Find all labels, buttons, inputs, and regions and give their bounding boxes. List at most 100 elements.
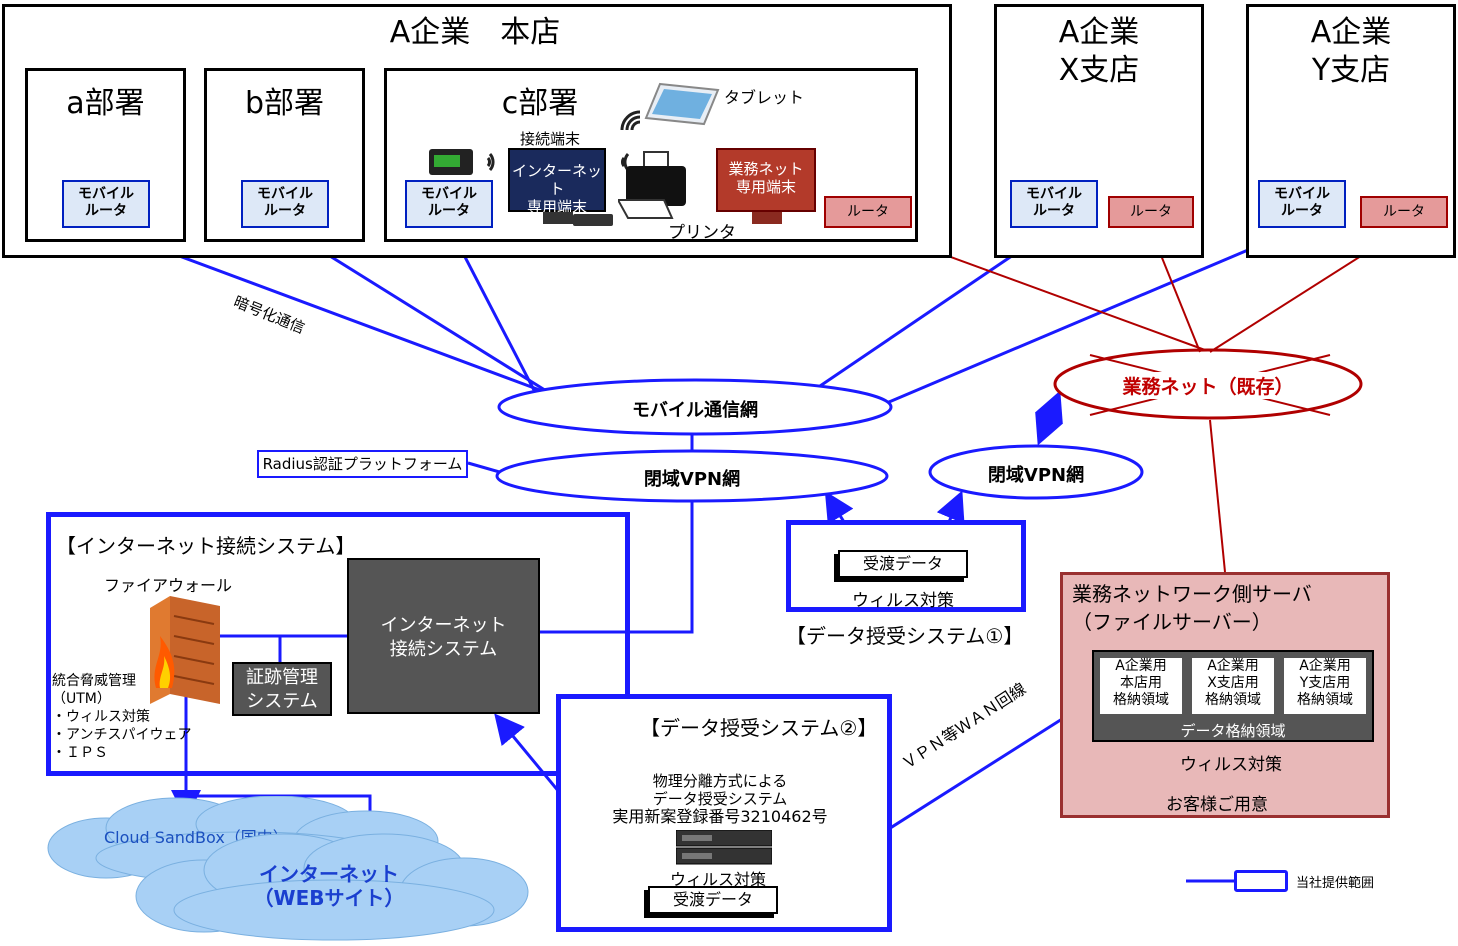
storage-line: 本店用	[1120, 675, 1162, 691]
terminal-label: 接続端末	[520, 130, 581, 148]
branch-x-title-1: A企業	[1058, 15, 1140, 50]
storage-line: A企業用	[1299, 658, 1351, 674]
hq-title: A企業 本店	[389, 15, 561, 50]
router-line-1: モバイル	[1026, 186, 1082, 202]
storage-line: Y支店用	[1299, 675, 1351, 691]
terminal-line-1: インターネット	[511, 162, 602, 198]
tablet-icon	[644, 82, 720, 126]
storage-hq: A企業用 本店用 格納領域	[1098, 656, 1184, 716]
desc-line: 実用新案登録番号3210462号	[612, 807, 828, 826]
data-system-1-transfer-data: 受渡データ	[838, 550, 968, 578]
monitor-stand	[543, 212, 573, 224]
utm-line: ・アンチスパイウェア	[52, 727, 192, 743]
data-storage-area-label: データ格納領域	[1180, 722, 1286, 740]
terminal-line-2: 専用端末	[735, 178, 796, 196]
branch-y-title: A企業 Y支店	[1246, 14, 1456, 90]
legend-box-icon	[1234, 870, 1288, 892]
dept-a-mobile-router: モバイル ルータ	[62, 180, 150, 228]
desc-line: データ授受システム	[652, 790, 788, 808]
router-line-1: モバイル	[1274, 186, 1330, 202]
dept-b-mobile-router: モバイル ルータ	[241, 180, 329, 228]
data-system-2-title: 【データ授受システム②】	[640, 716, 878, 740]
firewall-label: ファイアウォール	[104, 576, 233, 595]
inet-line-2: 接続システム	[389, 639, 498, 660]
internet-system-title: 【インターネット接続システム】	[56, 534, 356, 558]
data-system-2-description: 物理分離方式による データ授受システム 実用新案登録番号3210462号	[600, 772, 840, 826]
utm-description: 統合脅威管理 （UTM） ・ウィルス対策 ・アンチスパイウェア ・ＩＰＳ	[52, 672, 191, 762]
firewall-icon	[150, 596, 220, 704]
dept-b-title: b部署	[244, 86, 325, 121]
data-system-1-title: 【データ授受システム①】	[786, 624, 1024, 648]
internet-system-box	[46, 512, 630, 776]
encrypted-comm-label: 暗号化通信	[231, 292, 308, 338]
legend-label: 当社提供範囲	[1296, 876, 1375, 891]
data-system-2-transfer-data: 受渡データ	[648, 886, 778, 914]
monitor-stand	[752, 212, 782, 224]
utm-line: （UTM）	[52, 691, 111, 707]
router-device-icon	[429, 149, 473, 175]
printer-label: プリンタ	[668, 223, 736, 243]
business-server-title: 業務ネットワーク側サーバ （ファイルサーバー）	[1072, 580, 1312, 636]
branch-y-router: ルータ	[1360, 196, 1448, 228]
radius-platform-box: Radius認証プラットフォーム	[257, 450, 468, 478]
business-terminal-icon: 業務ネット 専用端末	[716, 148, 816, 212]
router-line-2: ルータ	[1281, 203, 1323, 219]
terminal-line-1: 業務ネット	[728, 160, 804, 178]
branch-x-title-2: X支店	[1058, 53, 1140, 88]
router-line-2: ルータ	[264, 203, 306, 219]
storage-line: 格納領域	[1205, 692, 1261, 708]
log-management-system: 証跡管理 システム	[232, 662, 332, 716]
wifi-icon	[486, 153, 495, 171]
closed-vpn-1-label: 閉域VPN網	[643, 469, 741, 490]
data-system-2-virus: ウィルス対策	[670, 870, 767, 889]
storage-line: A企業用	[1115, 658, 1167, 674]
dept-c-title: c部署	[501, 86, 579, 121]
utm-line: ・ＩＰＳ	[52, 745, 108, 761]
router-line-1: モバイル	[421, 186, 477, 202]
storage-line: X支店用	[1207, 675, 1259, 691]
storage-x-branch: A企業用 X支店用 格納領域	[1190, 656, 1276, 716]
branch-x-mobile-router: モバイル ルータ	[1010, 180, 1098, 228]
business-net-label: 業務ネット（既存）	[1088, 372, 1328, 399]
closed-vpn-2-label: 閉域VPN網	[987, 465, 1085, 486]
dept-a-title: a部署	[66, 86, 145, 121]
cloud-internet-label: インターネット （WEBサイト）	[214, 862, 444, 910]
branch-y-mobile-router: モバイル ルータ	[1258, 180, 1346, 228]
vpn-wan-label: ＶＰＮ等ＷＡＮ回線	[898, 678, 1030, 774]
server-virus: ウィルス対策	[1180, 755, 1282, 775]
data-system-1-virus: ウィルス対策	[852, 591, 954, 611]
internet-terminal-icon: インターネット 専用端末	[508, 148, 606, 216]
usb-device-icon	[573, 214, 613, 226]
branch-x-title: A企業 X支店	[994, 14, 1204, 90]
desc-line: 物理分離方式による	[652, 772, 788, 790]
router-line-1: モバイル	[78, 186, 134, 202]
server-rack-icon	[676, 830, 772, 865]
cloud-internet-icon	[135, 833, 529, 941]
inet-line-1: インターネット	[380, 615, 507, 636]
utm-line: ・ウィルス対策	[52, 709, 150, 725]
internet-line-1: インターネット	[259, 862, 399, 886]
storage-y-branch: A企業用 Y支店用 格納領域	[1282, 656, 1368, 716]
dept-c-router: ルータ	[824, 196, 912, 228]
dept-c-mobile-router: モバイル ルータ	[405, 180, 493, 228]
internet-line-2: （WEBサイト）	[253, 886, 405, 910]
utm-line: 統合脅威管理	[52, 673, 136, 689]
router-line-2: ルータ	[85, 203, 127, 219]
server-title-1: 業務ネットワーク側サーバ	[1072, 582, 1312, 606]
branch-y-title-1: A企業	[1310, 15, 1392, 50]
internet-connection-server: インターネット 接続システム	[347, 558, 540, 714]
storage-line: A企業用	[1207, 658, 1259, 674]
printer-icon	[618, 151, 686, 219]
storage-line: 格納領域	[1297, 692, 1353, 708]
mobile-network-label: モバイル通信網	[632, 400, 758, 421]
router-line-2: ルータ	[428, 203, 470, 219]
router-line-2: ルータ	[1033, 203, 1075, 219]
server-title-2: （ファイルサーバー）	[1072, 610, 1272, 634]
storage-line: 格納領域	[1113, 692, 1169, 708]
terminal-line-2: 専用端末	[526, 198, 587, 216]
log-line-1: 証跡管理	[246, 667, 318, 688]
tablet-label: タブレット	[724, 88, 805, 107]
log-line-2: システム	[246, 691, 318, 712]
customer-provided: お客様ご用意	[1166, 795, 1268, 815]
branch-x-router: ルータ	[1108, 196, 1194, 228]
